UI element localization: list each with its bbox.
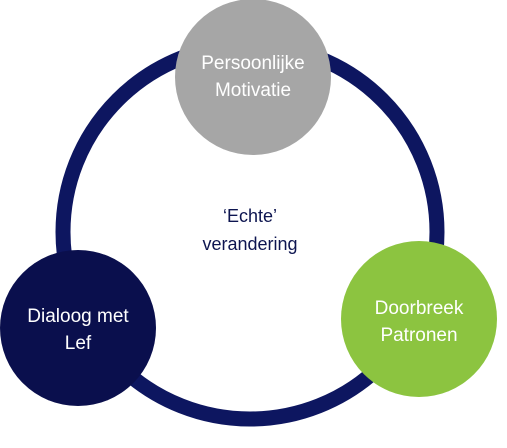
node-label-line: Persoonlijke	[201, 53, 305, 74]
node-label-persoonlijke-motivatie: Persoonlijke Motivatie	[175, 49, 331, 105]
node-label-line: Doorbreek	[374, 298, 464, 319]
node-label-doorbreek-patronen: Doorbreek Patronen	[341, 294, 497, 350]
node-label-line: Motivatie	[214, 80, 292, 101]
center-label-line-2: verandering	[202, 234, 298, 254]
node-label-dialoog-met-lef: Dialoog met Lef	[0, 302, 156, 358]
center-label-line-1: ‘Echte’	[222, 206, 278, 226]
center-label: ‘Echte’ verandering	[170, 200, 330, 260]
node-circle-dialoog-met-lef	[0, 250, 156, 406]
node-label-line: Patronen	[380, 325, 458, 346]
node-circle-doorbreek-patronen	[341, 241, 497, 397]
node-circle-persoonlijke-motivatie	[175, 0, 331, 155]
node-label-line: Lef	[64, 333, 92, 354]
node-label-line: Dialoog met	[27, 306, 129, 327]
